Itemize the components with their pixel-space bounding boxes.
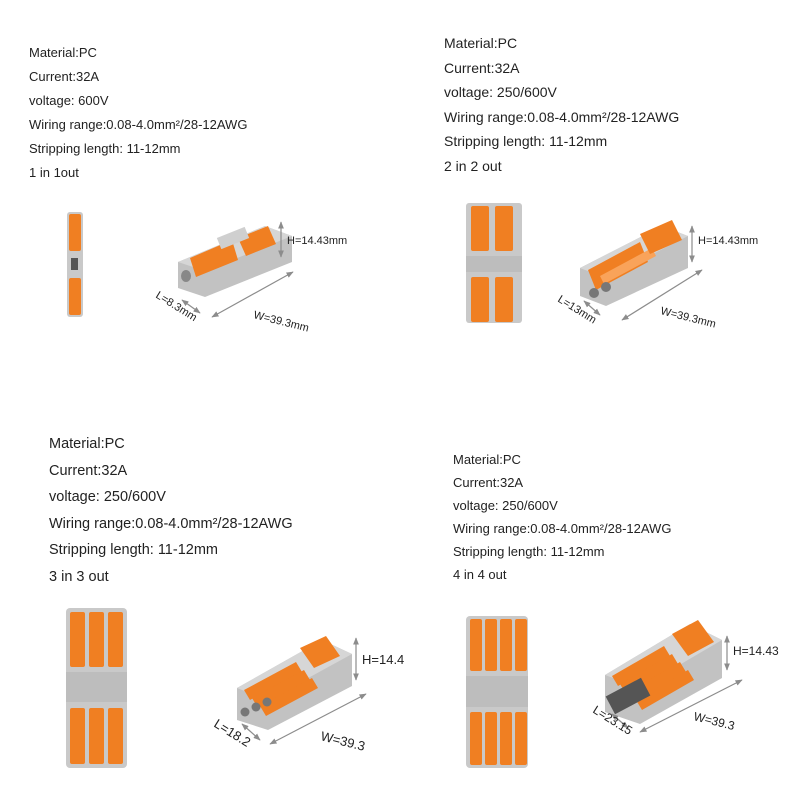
spec-current: Current:32A xyxy=(453,475,524,490)
height-label: H=14.43mm xyxy=(287,235,347,247)
connector-1-top-view xyxy=(67,212,83,317)
spec-stripping-length: Stripping length: 11-12mm xyxy=(453,544,605,559)
connector-4-side-view xyxy=(605,620,722,724)
spec-ports: 4 in 4 out xyxy=(453,567,507,582)
spec-material: Material:PC xyxy=(29,45,97,60)
spec-material: Material:PC xyxy=(444,35,518,51)
length-arrow xyxy=(611,713,629,729)
spec-voltage: voltage: 600V xyxy=(29,93,109,108)
spec-stripping-length: Stripping length: 11-12mm xyxy=(444,133,608,149)
height-label: H=14.43mm xyxy=(698,235,758,247)
width-arrow xyxy=(211,271,294,318)
spec-voltage: voltage: 250/600V xyxy=(453,498,558,513)
width-arrow xyxy=(621,269,703,321)
spec-material: Material:PC xyxy=(453,452,521,467)
connector-2-side-view xyxy=(580,220,688,306)
connector-3-side-view xyxy=(237,636,352,730)
spec-wiring-range: Wiring range:0.08-4.0mm²/28-12AWG xyxy=(29,117,248,132)
spec-list-2-in-2-out: Material:PC Current:32A voltage: 250/600… xyxy=(444,31,679,178)
height-label: H=14.4 xyxy=(362,652,404,667)
spec-list-1-in-1-out: Material:PC Current:32A voltage: 600V Wi… xyxy=(29,41,247,185)
spec-voltage: voltage: 250/600V xyxy=(49,489,166,505)
length-arrow xyxy=(241,723,261,741)
width-label: W=39.3 xyxy=(692,709,736,733)
width-label: W=39.3mm xyxy=(659,305,717,330)
width-label: W=39.3mm xyxy=(252,309,310,334)
spec-current: Current:32A xyxy=(49,462,128,479)
spec-ports: 2 in 2 out xyxy=(444,157,502,174)
spec-wiring-range: Wiring range:0.08-4.0mm²/28-12AWG xyxy=(444,108,680,125)
spec-stripping-length: Stripping length: 11-12mm xyxy=(49,542,218,558)
spec-material: Material:PC xyxy=(49,436,125,452)
width-arrow xyxy=(639,679,743,733)
length-arrow xyxy=(181,299,201,314)
spec-ports: 1 in 1out xyxy=(29,165,79,180)
length-arrow xyxy=(583,300,601,316)
spec-voltage: voltage: 250/600V xyxy=(444,84,557,100)
spec-stripping-length: Stripping length: 11-12mm xyxy=(29,141,181,156)
spec-wiring-range: Wiring range:0.08-4.0mm²/28-12AWG xyxy=(453,521,672,536)
spec-ports: 3 in 3 out xyxy=(49,568,109,585)
width-label: W=39.3 xyxy=(319,728,366,753)
spec-list-3-in-3-out: Material:PC Current:32A voltage: 250/600… xyxy=(49,431,293,590)
spec-current: Current:32A xyxy=(29,69,100,84)
spec-list-4-in-4-out: Material:PC Current:32A voltage: 250/600… xyxy=(453,448,671,586)
height-label: H=14.43 xyxy=(733,644,779,658)
connector-4-top-view xyxy=(466,616,528,768)
connector-1-side-view xyxy=(178,226,292,297)
connector-3-top-view xyxy=(66,608,127,768)
spec-current: Current:32A xyxy=(444,59,520,76)
width-arrow xyxy=(269,693,367,745)
connector-2-top-view xyxy=(466,203,522,323)
spec-wiring-range: Wiring range:0.08-4.0mm²/28-12AWG xyxy=(49,515,293,532)
